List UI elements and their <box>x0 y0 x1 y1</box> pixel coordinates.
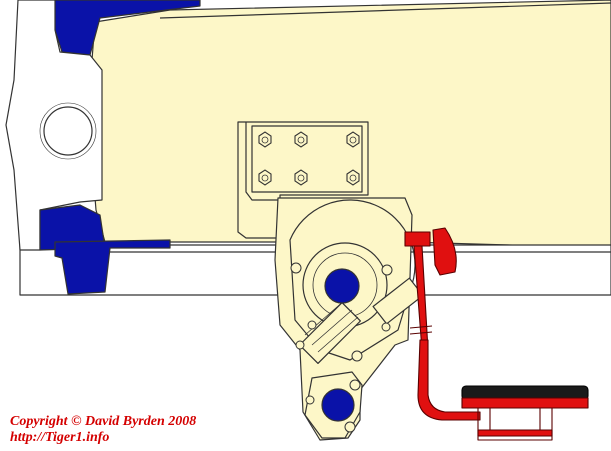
main-shaft <box>324 268 360 304</box>
bolt-5 <box>294 169 308 186</box>
housing-bolt-6 <box>381 322 391 332</box>
pedal-rod-bend <box>417 339 481 421</box>
lug-bolt-3 <box>305 395 315 405</box>
pedal-stop <box>432 227 457 276</box>
housing-bolt-4 <box>351 350 363 362</box>
pedal-mount-block <box>404 231 431 247</box>
linkage-arm-right <box>372 277 424 325</box>
armor-bottom <box>39 204 106 251</box>
housing-bolt-1 <box>290 262 302 274</box>
pedal-frame <box>461 397 589 409</box>
bolt-4 <box>258 169 272 186</box>
hull-top-edge <box>159 2 611 19</box>
housing-bolt-2 <box>381 264 393 276</box>
armor-foot <box>54 239 171 295</box>
bearing-hub <box>43 106 93 156</box>
bolt-6 <box>346 169 360 186</box>
copyright-notice: Copyright © David Byrden 2008 <box>10 414 197 429</box>
bolt-2 <box>294 131 308 148</box>
lug-bolt-1 <box>349 379 361 391</box>
bracket-side <box>245 122 280 201</box>
website-url: http://Tiger1.info <box>10 430 110 445</box>
housing-bolt-3 <box>307 320 317 330</box>
lower-shaft <box>321 388 355 422</box>
linkage-arm-lower <box>298 301 362 365</box>
bolt-3 <box>346 131 360 148</box>
pedal-clamp-bar <box>477 429 553 437</box>
housing-bolt-5 <box>295 340 305 350</box>
bolt-1 <box>258 131 272 148</box>
lug-bolt-2 <box>344 421 356 433</box>
bearing-hub-ring <box>39 102 97 160</box>
